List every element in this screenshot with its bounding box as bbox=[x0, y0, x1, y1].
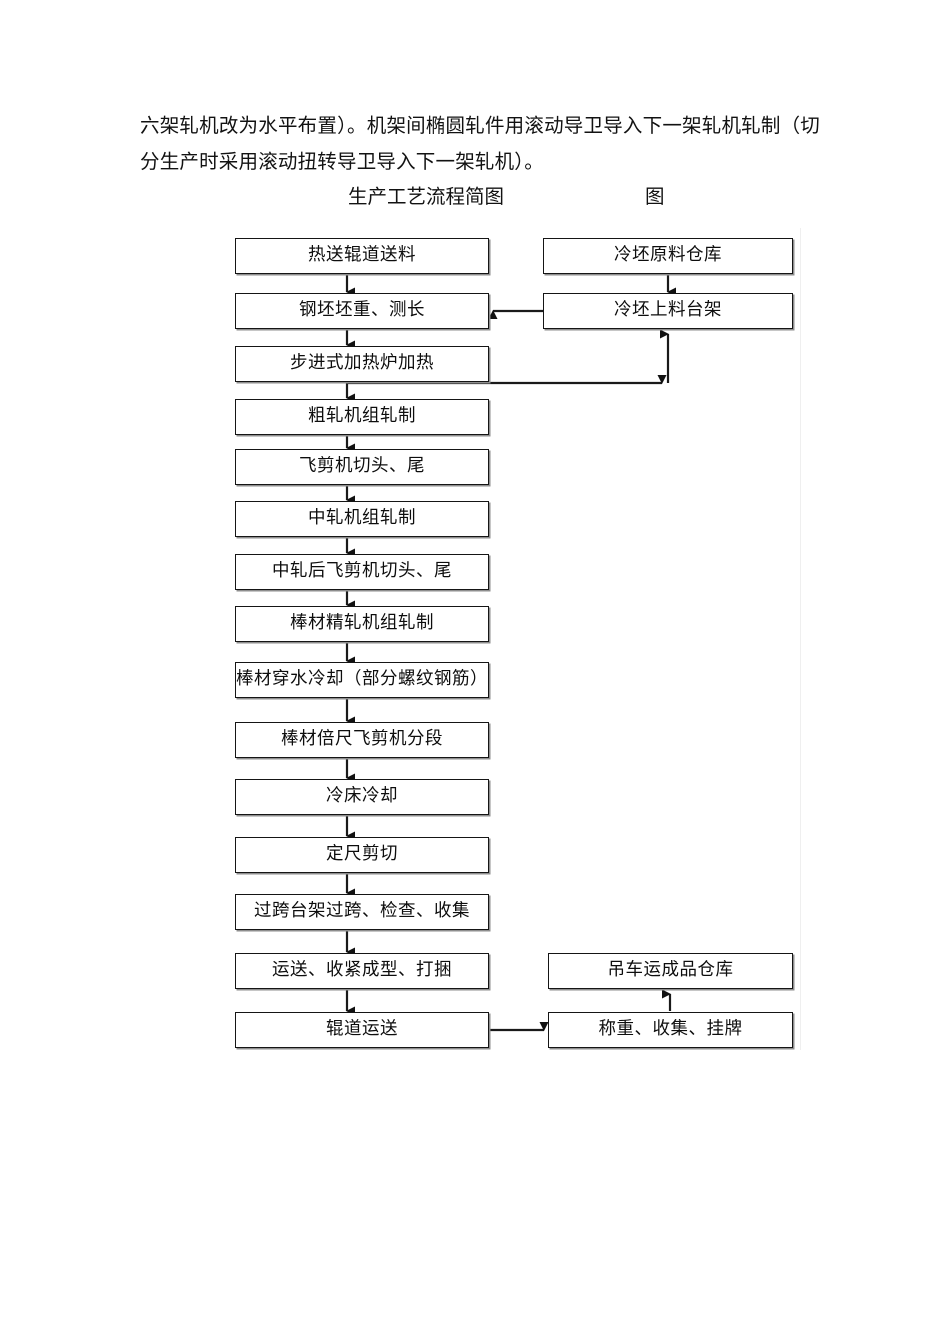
flow-node-flying-shear-crop[interactable]: 飞剪机切头、尾 bbox=[235, 449, 489, 485]
flow-node-post-intermediate-shear[interactable]: 中轧后飞剪机切头、尾 bbox=[235, 554, 489, 590]
flow-node-label: 粗轧机组轧制 bbox=[308, 406, 416, 427]
flow-node-label: 辊道运送 bbox=[326, 1019, 398, 1040]
flow-node-cold-billet-charging-rack[interactable]: 冷坯上料台架 bbox=[543, 293, 793, 329]
flow-node-label: 飞剪机切头、尾 bbox=[299, 456, 425, 477]
flow-node-label: 称重、收集、挂牌 bbox=[598, 1019, 743, 1040]
flow-node-roller-table-transport[interactable]: 辊道运送 bbox=[235, 1012, 489, 1048]
flow-node-label: 过跨台架过跨、检查、收集 bbox=[254, 901, 470, 922]
flow-node-multiple-length-shear[interactable]: 棒材倍尺飞剪机分段 bbox=[235, 722, 489, 758]
body-paragraph: 六架轧机改为水平布置）。机架间椭圆轧件用滚动导卫导入下一架轧机轧制（切分生产时采… bbox=[140, 114, 820, 173]
flow-node-label: 吊车运成品仓库 bbox=[607, 960, 734, 981]
page-guide-line bbox=[800, 228, 801, 1050]
flow-node-cut-to-length[interactable]: 定尺剪切 bbox=[235, 837, 489, 873]
flow-node-label: 热送辊道送料 bbox=[308, 245, 416, 266]
figure-caption-title: 生产工艺流程简图 bbox=[348, 185, 505, 208]
flow-node-label: 冷坯上料台架 bbox=[614, 300, 722, 321]
flow-node-hot-charging-roller-table[interactable]: 热送辊道送料 bbox=[235, 238, 489, 274]
flow-node-cooling-bed[interactable]: 冷床冷却 bbox=[235, 779, 489, 815]
flow-node-label: 步进式加热炉加热 bbox=[290, 353, 434, 374]
flow-node-label: 棒材穿水冷却（部分螺纹钢筋） bbox=[236, 669, 488, 690]
flow-node-crane-to-product-warehouse[interactable]: 吊车运成品仓库 bbox=[548, 953, 793, 989]
flow-node-billet-weigh-measure[interactable]: 钢坯坯重、测长 bbox=[235, 293, 489, 329]
flow-node-transfer-bay-inspect-collect[interactable]: 过跨台架过跨、检查、收集 bbox=[235, 894, 489, 930]
flow-node-label: 定尺剪切 bbox=[326, 844, 398, 865]
flow-node-label: 中轧后飞剪机切头、尾 bbox=[272, 561, 452, 582]
flow-node-weigh-collect-tag[interactable]: 称重、收集、挂牌 bbox=[548, 1012, 793, 1048]
document-text-block: 六架轧机改为水平布置）。机架间椭圆轧件用滚动导卫导入下一架轧机轧制（切分生产时采… bbox=[140, 108, 820, 180]
flow-node-water-cooling[interactable]: 棒材穿水冷却（部分螺纹钢筋） bbox=[235, 662, 489, 698]
flow-node-label: 钢坯坯重、测长 bbox=[299, 300, 425, 321]
flow-node-roughing-mill[interactable]: 粗轧机组轧制 bbox=[235, 399, 489, 435]
flow-node-finishing-mill[interactable]: 棒材精轧机组轧制 bbox=[235, 606, 489, 642]
flow-node-label: 棒材精轧机组轧制 bbox=[290, 613, 434, 634]
flow-node-label: 冷坯原料仓库 bbox=[614, 245, 722, 266]
flow-node-label: 运送、收紧成型、打捆 bbox=[272, 960, 452, 981]
flow-node-walking-beam-furnace[interactable]: 步进式加热炉加热 bbox=[235, 346, 489, 382]
flow-node-intermediate-mill[interactable]: 中轧机组轧制 bbox=[235, 501, 489, 537]
flow-node-label: 中轧机组轧制 bbox=[308, 508, 416, 529]
figure-caption-row: 生产工艺流程简图 图 bbox=[140, 182, 820, 216]
flow-node-cold-billet-warehouse[interactable]: 冷坯原料仓库 bbox=[543, 238, 793, 274]
flow-node-label: 冷床冷却 bbox=[326, 786, 398, 807]
flow-node-transport-bundling[interactable]: 运送、收紧成型、打捆 bbox=[235, 953, 489, 989]
flow-node-label: 棒材倍尺飞剪机分段 bbox=[281, 729, 443, 750]
figure-caption-label: 图 bbox=[645, 185, 665, 208]
